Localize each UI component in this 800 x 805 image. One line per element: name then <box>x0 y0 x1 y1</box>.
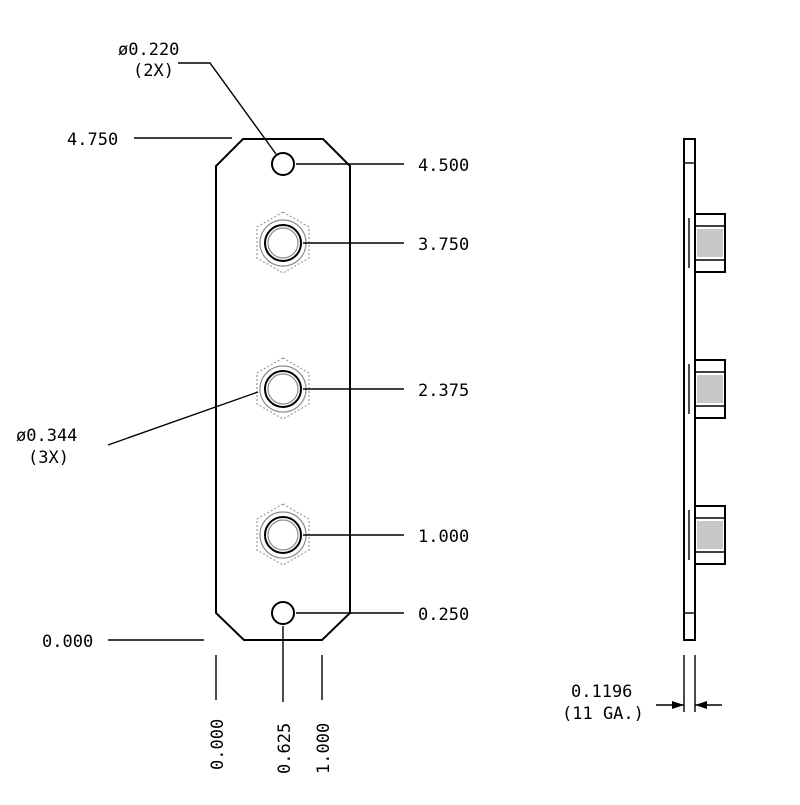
pem-nut-top <box>256 211 310 274</box>
small-hole-diameter-label: ø0.220 <box>118 40 179 60</box>
dim-label-3750: 3.750 <box>418 235 469 255</box>
leader-large-hole <box>107 391 259 446</box>
dim-label-2375: 2.375 <box>418 381 469 401</box>
pem-nut-side-middle <box>688 359 726 419</box>
pem-nut-middle <box>256 357 310 420</box>
small-hole-bottom <box>271 601 295 625</box>
leader-small-hole <box>178 62 277 155</box>
plate-outline <box>215 138 351 641</box>
pem-nut-bottom <box>256 503 310 566</box>
front-view <box>107 62 404 702</box>
pem-nut-side-top <box>688 213 726 273</box>
dim-label-4500: 4.500 <box>418 156 469 176</box>
dim-label-0625: 0.625 <box>275 723 295 774</box>
dim-label-0250: 0.250 <box>418 605 469 625</box>
large-hole-qty-label: (3X) <box>28 448 69 468</box>
side-view <box>656 138 726 712</box>
thickness-arrow-right <box>695 701 707 709</box>
dim-label-4750: 4.750 <box>67 130 118 150</box>
thickness-arrow-left <box>672 701 684 709</box>
dim-label-1000-horiz: 1.000 <box>314 723 334 774</box>
large-hole-diameter-label: ø0.344 <box>16 426 77 446</box>
small-hole-top <box>271 152 295 176</box>
thickness-label: 0.1196 <box>571 682 632 702</box>
pem-nut-side-bottom <box>688 505 726 565</box>
small-hole-qty-label: (2X) <box>133 61 174 81</box>
dim-label-0000-vert: 0.000 <box>42 632 93 652</box>
gauge-label: (11 GA.) <box>562 704 644 724</box>
dim-label-0000-horiz: 0.000 <box>208 719 228 770</box>
dim-label-1000: 1.000 <box>418 527 469 547</box>
